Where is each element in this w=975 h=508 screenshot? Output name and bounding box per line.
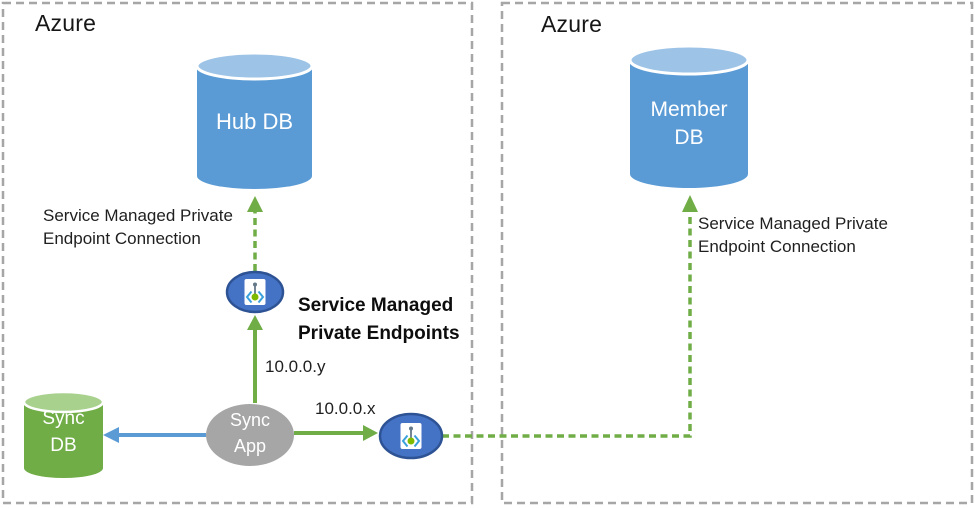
hub-connection-label-line2: Endpoint Connection [43,229,201,248]
member-db-cylinder [628,44,750,188]
sync-app-label: Sync App [206,407,294,459]
private-endpoint-icon [400,423,422,449]
arrow-syncapp-to-endpoint1 [247,315,263,403]
private-endpoint-2 [378,412,444,460]
azure-region-left-title: Azure [35,10,97,36]
sync-db-cylinder [22,390,105,478]
azure-region-left-border [1,1,474,505]
hub-db-cylinder [195,51,314,189]
sync-app-ellipse [206,404,294,466]
azure-region-right-title: Azure [541,11,603,37]
arrow-endpoint1-to-hubdb [247,196,263,271]
ip-label-hub: 10.0.0.y [265,357,326,376]
arrow-syncapp-to-syncdb [103,427,206,443]
sync-app-label-line1: Sync [229,410,271,430]
sync-db-label-line2: DB [50,435,77,456]
sync-db-label: Sync DB [24,405,103,459]
member-db-label-line2: DB [674,126,704,149]
hub-db-label: Hub DB [215,109,294,134]
private-endpoint-icon [244,279,266,305]
member-connection-label-line2: Endpoint Connection [698,237,856,256]
hub-connection-label-line1: Service Managed Private [43,206,233,225]
private-endpoint-1 [225,270,285,314]
hub-connection-label: Service Managed Private Endpoint Connect… [43,204,233,250]
member-db-label-line1: Member [650,98,728,121]
sync-app-label-line2: App [233,436,267,456]
private-endpoints-title-line2: Private Endpoints [298,323,460,344]
member-db-label: Member DB [630,96,748,152]
private-endpoints-title-line1: Service Managed [298,295,454,316]
azure-region-right-border [500,1,974,505]
arrow-endpoint2-to-memberdb [442,195,698,438]
sync-db-label-line1: Sync [42,408,85,429]
private-endpoints-title: Service Managed Private Endpoints [298,292,460,348]
arrow-syncapp-to-endpoint2 [294,425,378,441]
ip-label-member: 10.0.0.x [315,399,376,418]
member-connection-label-line1: Service Managed Private [698,214,888,233]
member-connection-label: Service Managed Private Endpoint Connect… [698,212,888,258]
